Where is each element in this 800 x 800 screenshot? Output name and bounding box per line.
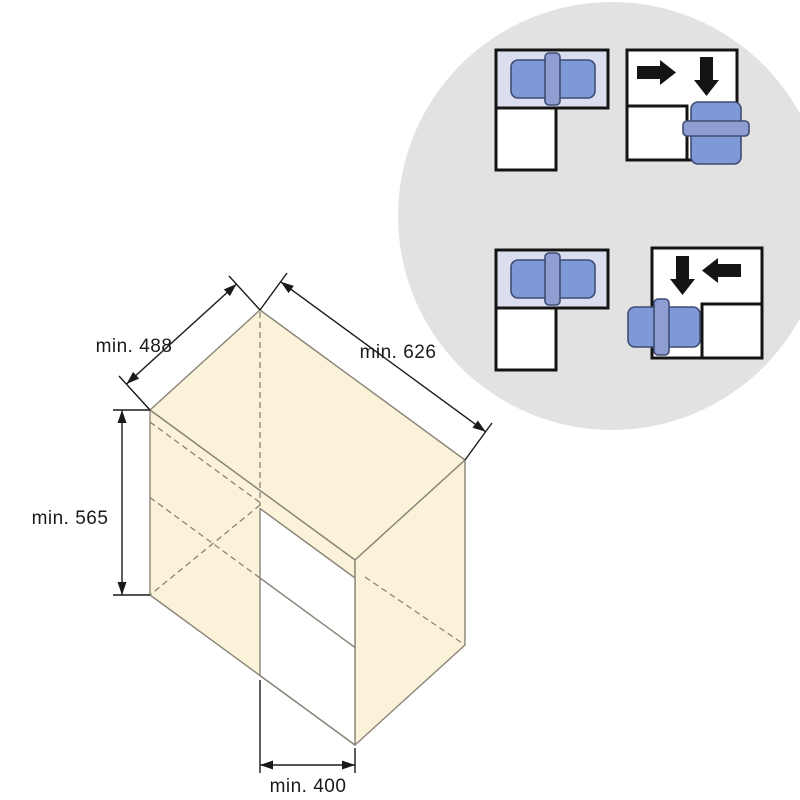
drawer-clamp-icon <box>544 252 561 306</box>
dimension-width: min. 626 <box>259 272 493 461</box>
dimension-depth: min. 488 <box>96 275 261 411</box>
dimension-height: min. 565 <box>32 409 150 596</box>
drawer-divider-edge <box>259 577 356 649</box>
pictogram-move-right-down <box>625 48 750 165</box>
dimension-line <box>126 283 237 385</box>
drawer-clamp-icon <box>682 120 750 137</box>
dimension-opening: min. 400 <box>259 680 356 797</box>
drawer-clamp-icon <box>544 52 561 106</box>
pictogram-move-down-left <box>627 246 764 360</box>
dimension-opening-label: min. 400 <box>270 776 347 797</box>
dimension-arrow-icon <box>117 410 127 423</box>
extension-line <box>118 375 151 411</box>
arrow-head <box>670 279 695 295</box>
arrow-left-icon <box>702 258 741 283</box>
hidden-bottom-left-edge <box>149 504 261 596</box>
corner-cabinet-body <box>700 302 764 360</box>
arrow-down-icon <box>670 256 695 295</box>
cabinet-isometric-drawing <box>149 309 466 746</box>
dimension-arrow-icon <box>342 760 355 770</box>
extension-line <box>464 422 493 461</box>
pictogram-plan-top-left <box>494 48 610 172</box>
extension-line <box>259 272 288 311</box>
dimension-depth-label: min. 488 <box>96 336 173 357</box>
dimension-arrow-icon <box>280 281 294 294</box>
hidden-inner-top-edge <box>149 421 261 504</box>
dimension-arrow-icon <box>223 284 237 297</box>
dimension-arrow-icon <box>472 420 486 432</box>
cabinet-front-opening <box>259 507 356 746</box>
dimension-arrow-icon <box>126 371 140 384</box>
pictogram-plan-bottom-left <box>494 248 610 372</box>
arrow-shaft <box>700 57 713 80</box>
dimension-arrow-icon <box>117 582 127 595</box>
corner-cabinet-body <box>494 306 558 372</box>
dimension-width-label: min. 626 <box>360 342 437 363</box>
arrow-head <box>702 258 718 283</box>
hidden-bottom-back-edge <box>364 576 466 646</box>
drawer-clamp-icon <box>653 298 670 356</box>
arrow-shaft <box>676 256 689 279</box>
arrow-right-icon <box>637 60 676 85</box>
arrow-down-icon <box>694 57 719 96</box>
corner-cabinet-body <box>625 104 689 162</box>
dimension-line <box>280 281 487 433</box>
arrow-shaft <box>637 66 660 79</box>
corner-cabinet-body <box>494 106 558 172</box>
dimension-arrow-icon <box>260 760 273 770</box>
dimension-height-label: min. 565 <box>32 508 109 529</box>
arrow-shaft <box>718 264 741 277</box>
arrow-head <box>694 80 719 96</box>
extension-line <box>228 275 261 311</box>
arrow-head <box>660 60 676 85</box>
hidden-shelf-edge <box>149 496 261 579</box>
